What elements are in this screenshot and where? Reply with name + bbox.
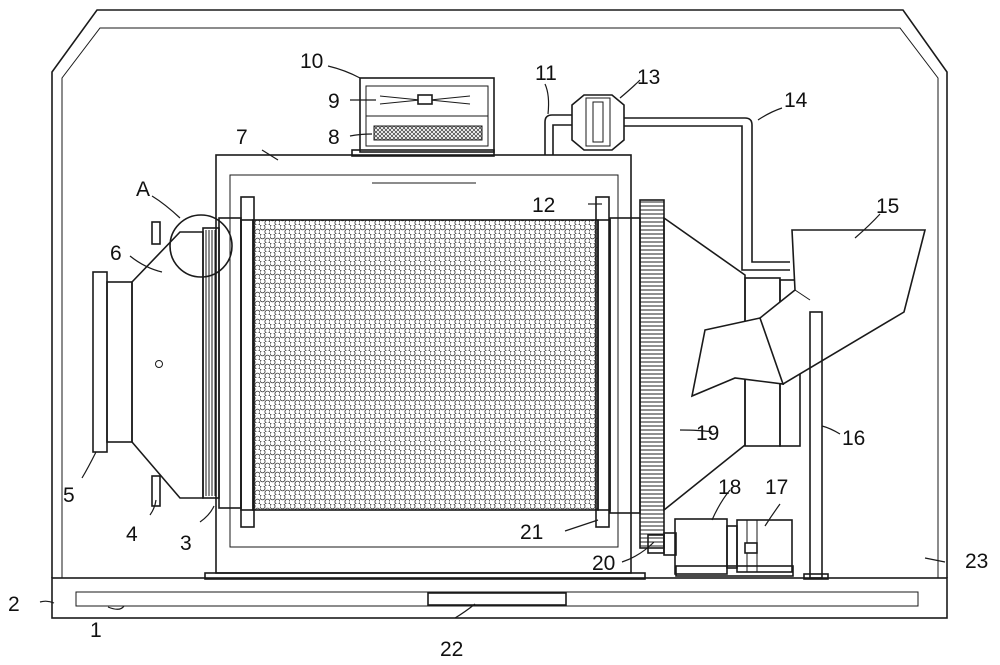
support-frame [204,154,646,580]
label-17: 17 [765,476,788,499]
label-10: 10 [300,50,323,73]
label-3: 3 [180,532,192,555]
label-14: 14 [784,89,808,112]
label-22: 22 [440,638,463,661]
label-8: 8 [328,126,340,149]
label-5: 5 [63,484,75,507]
label-7: 7 [236,126,248,149]
hopper [690,229,927,398]
housing [51,9,948,578]
label-12: 12 [532,194,555,217]
leader-lines [39,65,946,619]
label-18: 18 [718,476,741,499]
label-21: 21 [520,521,543,544]
label-1: 1 [90,619,102,642]
gear-ring [639,199,665,549]
fan-filter-box [351,77,495,157]
pipe-valve [571,94,625,151]
label-15: 15 [876,195,899,218]
label-11: 11 [535,62,557,85]
label-4: 4 [126,523,138,546]
label-A: A [136,178,150,201]
label-2: 2 [8,593,20,616]
label-20: 20 [592,552,615,575]
label-23: 23 [965,550,988,573]
drive-motor [647,518,794,577]
pipe [544,114,790,271]
left-flange [202,217,242,509]
base [51,577,948,619]
label-19: 19 [696,422,719,445]
support-post [803,311,829,580]
part-labels: 1 2 3 4 5 6 7 8 9 10 11 12 13 14 15 16 1… [8,50,988,661]
filter-drum [240,196,641,528]
label-9: 9 [328,90,340,113]
label-13: 13 [637,66,660,89]
detail-circle-A [169,214,233,278]
label-6: 6 [110,242,122,265]
label-16: 16 [842,427,865,450]
